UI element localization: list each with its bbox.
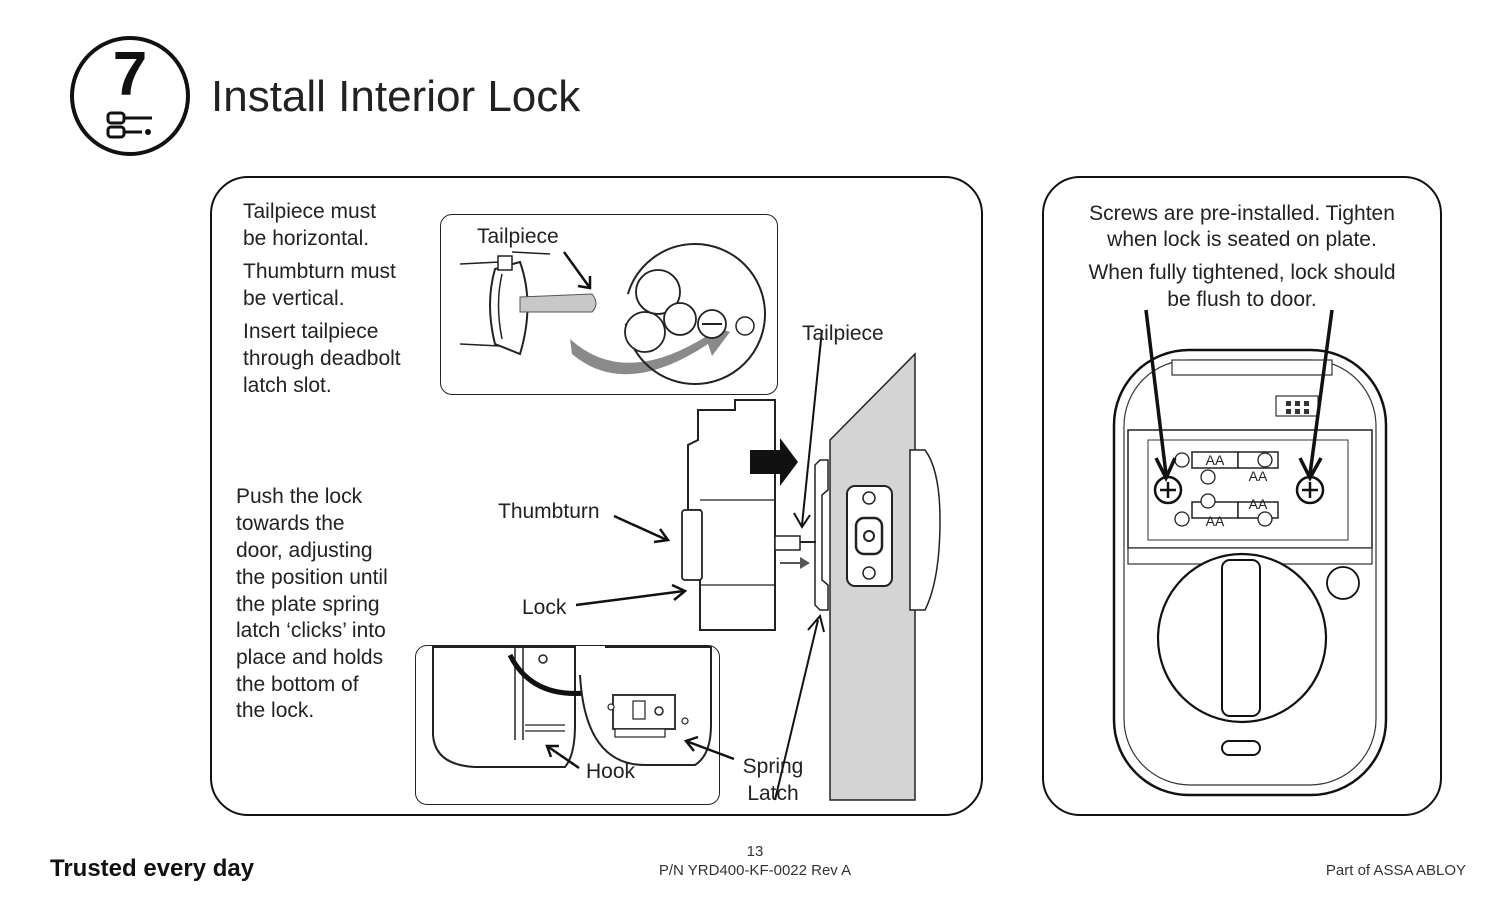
inset-tailpiece-label: Tailpiece: [477, 225, 559, 248]
intro-line: be vertical.: [243, 287, 345, 310]
spring-latch-label-line2: Latch: [747, 782, 799, 805]
hook-latch-illustration: [432, 646, 712, 768]
push-line: door, adjusting: [236, 539, 373, 562]
push-line: the lock.: [236, 699, 315, 722]
hook-label: Hook: [586, 760, 636, 783]
thumbturn-arrow: [613, 514, 671, 544]
thumbturn-label: Thumbturn: [498, 500, 600, 523]
push-line: towards the: [236, 512, 345, 535]
intro-line: Insert tailpiece: [243, 320, 379, 343]
intro-line: Tailpiece must: [243, 200, 377, 223]
spring-latch-label-line1: Spring: [742, 755, 804, 778]
flush-instruction-line2: be flush to door.: [1167, 288, 1317, 311]
part-number: P/N YRD400-KF-0022 Rev A: [658, 862, 852, 879]
page-title: Install Interior Lock: [211, 72, 581, 121]
push-line: Push the lock: [236, 485, 363, 508]
footer-page-info: 13 P/N YRD400-KF-0022 Rev A: [600, 842, 910, 880]
lock-battery-illustration: [1112, 309, 1388, 797]
intro-line: be horizontal.: [243, 227, 370, 250]
battery-label: AA: [1248, 468, 1268, 484]
spring-latch-arrow: [683, 735, 735, 761]
inset-tailpiece-arrow: [562, 251, 592, 290]
screws-instruction-line1: Screws are pre-installed. Tighten: [1089, 202, 1395, 225]
push-line: latch ‘clicks’ into: [236, 619, 386, 642]
screwdriver-icon: [106, 111, 152, 139]
intro-line: latch slot.: [243, 374, 332, 397]
page-number: 13: [746, 843, 764, 860]
battery-label: AA: [1205, 513, 1225, 529]
battery-label: AA: [1248, 496, 1268, 512]
step-badge: 7: [70, 36, 190, 156]
hook-arrow: [545, 744, 580, 770]
lock-label: Lock: [522, 596, 567, 619]
tailpiece-label: Tailpiece: [802, 322, 884, 345]
lock-door-illustration: [681, 329, 941, 801]
flush-instruction-line1: When fully tightened, lock should: [1088, 261, 1396, 284]
intro-line: through deadbolt: [243, 347, 401, 370]
footer-brand: Trusted every day: [50, 855, 255, 882]
footer-parent-company: Part of ASSA ABLOY: [1325, 862, 1466, 879]
tailpiece-inset-illustration: [459, 243, 766, 385]
push-line: the bottom of: [236, 673, 359, 696]
battery-label: AA: [1205, 452, 1225, 468]
push-line: the position until: [236, 566, 388, 589]
step-number: 7: [112, 40, 148, 109]
push-line: place and holds: [236, 646, 384, 669]
lock-arrow: [575, 583, 688, 607]
screws-instruction-line2: when lock is seated on plate.: [1107, 228, 1377, 251]
intro-line: Thumbturn must: [243, 260, 396, 283]
push-line: the plate spring: [236, 593, 380, 616]
